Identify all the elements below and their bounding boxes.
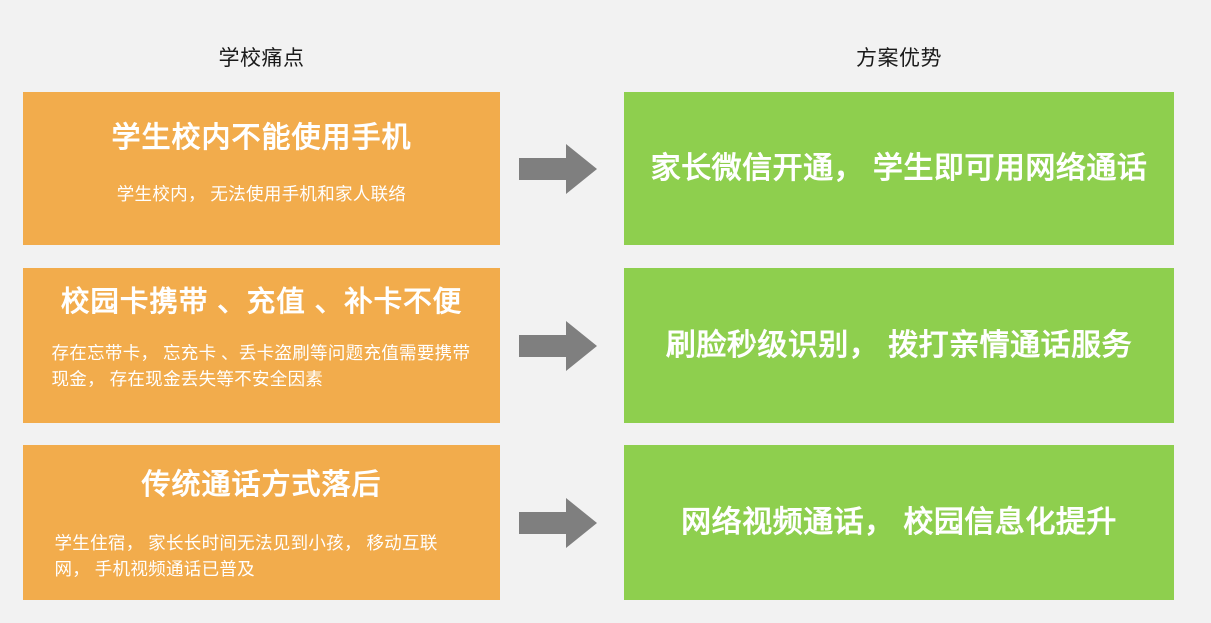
- column-header-solution-advantages: 方案优势: [856, 47, 942, 70]
- pain-point-description: 学生住宿， 家长长时间无法见到小孩， 移动互联网， 手机视频通话已普及: [54, 532, 438, 580]
- solution-text: 网络视频通话， 校园信息化提升: [681, 505, 1117, 539]
- comparison-row: 校园卡携带 、充值 、补卡不便 存在忘带卡， 忘充卡 、丢卡盗刷等问题充值需要携…: [0, 268, 1211, 423]
- pain-point-description: 学生校内， 无法使用手机和家人联络: [116, 183, 407, 204]
- pain-point-card[interactable]: 校园卡携带 、充值 、补卡不便 存在忘带卡， 忘充卡 、丢卡盗刷等问题充值需要携…: [23, 268, 500, 423]
- solution-card[interactable]: 网络视频通话， 校园信息化提升: [624, 445, 1174, 600]
- arrow-right-icon: [519, 497, 597, 548]
- pain-point-title: 传统通话方式落后: [141, 469, 382, 501]
- pain-point-card[interactable]: 学生校内不能使用手机 学生校内， 无法使用手机和家人联络: [23, 92, 500, 245]
- pain-point-title: 校园卡携带 、充值 、补卡不便: [60, 286, 463, 318]
- solution-card[interactable]: 刷脸秒级识别， 拨打亲情通话服务: [624, 268, 1174, 423]
- pain-point-description: 存在忘带卡， 忘充卡 、丢卡盗刷等问题充值需要携带现金， 存在现金丢失等不安全因…: [51, 343, 471, 390]
- comparison-row: 传统通话方式落后 学生住宿， 家长长时间无法见到小孩， 移动互联网， 手机视频通…: [0, 445, 1211, 600]
- column-header-pain-points: 学校痛点: [218, 47, 305, 70]
- comparison-row: 学生校内不能使用手机 学生校内， 无法使用手机和家人联络 家长微信开通， 学生即…: [0, 92, 1211, 245]
- arrow-right-icon: [519, 320, 597, 371]
- solution-card[interactable]: 家长微信开通， 学生即可用网络通话: [624, 92, 1174, 245]
- solution-text: 刷脸秒级识别， 拨打亲情通话服务: [665, 328, 1133, 362]
- pain-point-card[interactable]: 传统通话方式落后 学生住宿， 家长长时间无法见到小孩， 移动互联网， 手机视频通…: [23, 445, 500, 600]
- arrow-right-icon: [519, 143, 597, 194]
- solution-text: 家长微信开通， 学生即可用网络通话: [650, 151, 1148, 185]
- pain-point-title: 学生校内不能使用手机: [111, 122, 412, 154]
